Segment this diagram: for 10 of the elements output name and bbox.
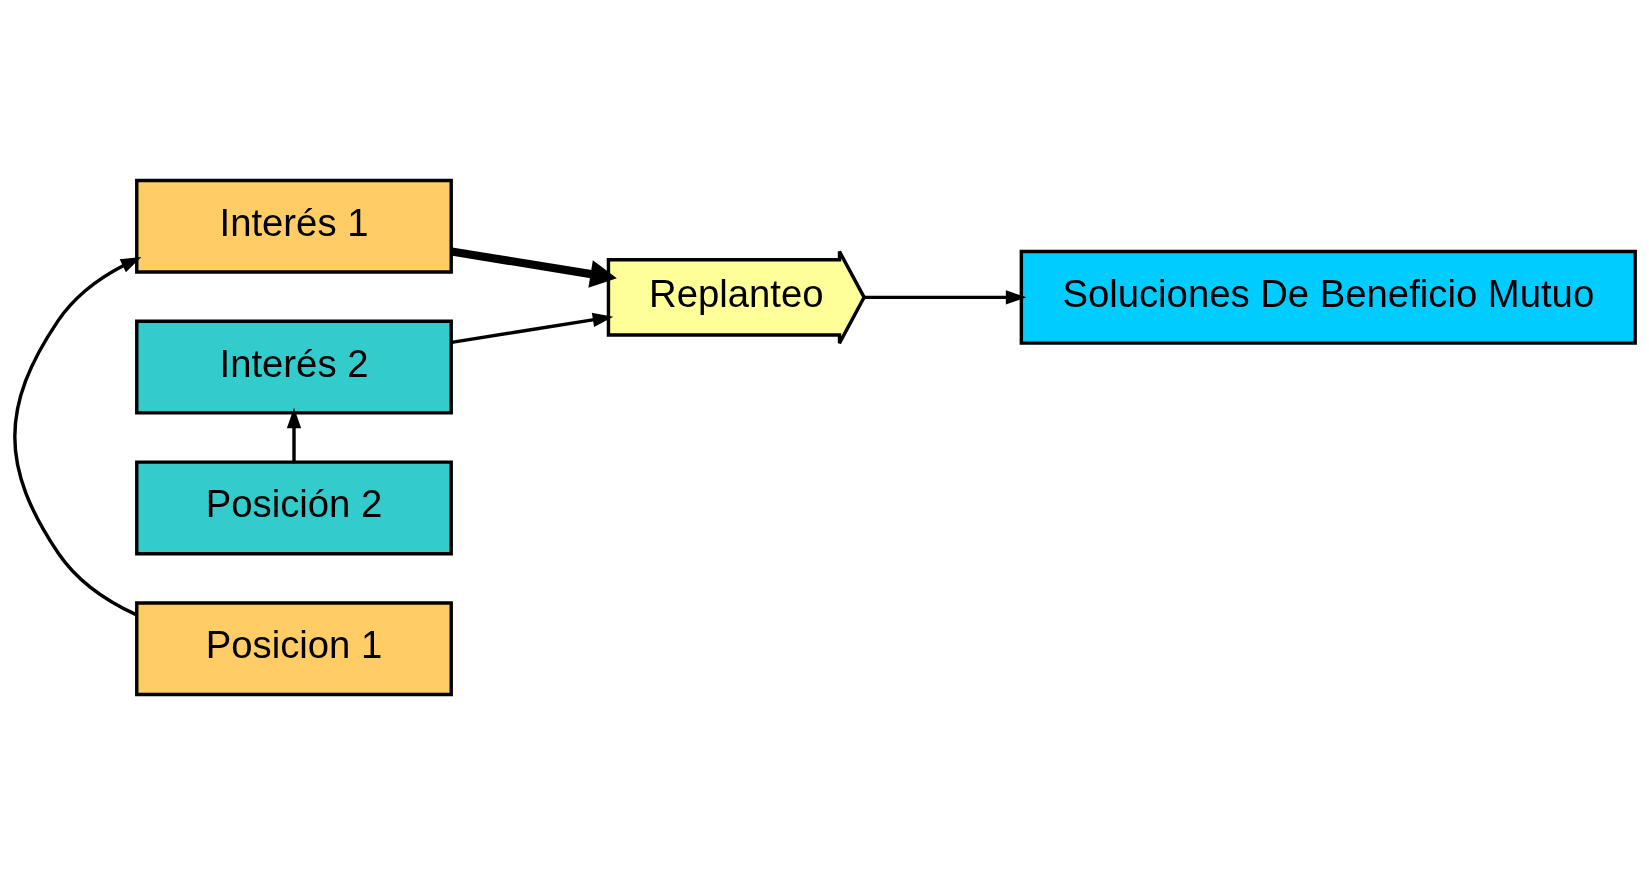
node-box: Posicion 1 (134, 601, 453, 697)
node-box: Soluciones De Beneficio Mutuo (1019, 249, 1637, 345)
node-box: Posición 2 (134, 460, 453, 556)
node-box: Interés 1 (134, 178, 453, 274)
node-box: Interés 2 (134, 319, 453, 415)
arrow (286, 407, 301, 462)
arrow (450, 247, 617, 288)
arrow (450, 312, 613, 344)
arrow (12, 256, 141, 617)
arrow (863, 290, 1026, 305)
